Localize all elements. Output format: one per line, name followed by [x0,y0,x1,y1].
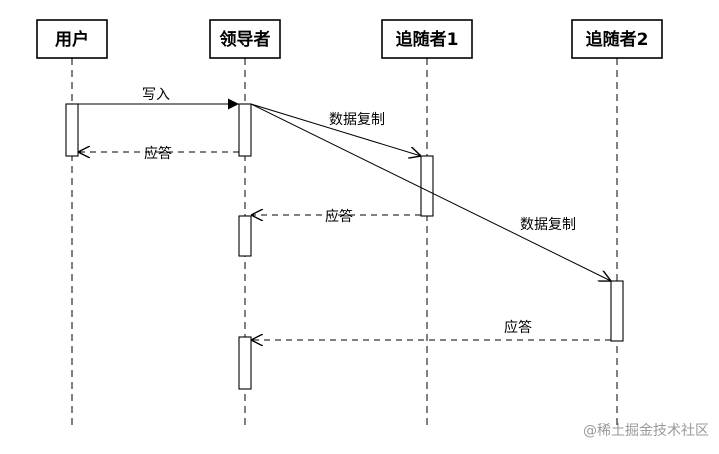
message-reply-user-label: 应答 [144,145,172,162]
activation-follower1 [420,155,434,217]
participant-follower2-label: 追随者2 [586,29,649,50]
participant-user-label: 用户 [55,29,89,50]
activation-leader-1 [238,103,252,157]
message-replicate-1-label: 数据复制 [329,111,385,128]
participant-leader: 领导者 [209,19,281,59]
participant-follower1: 追随者1 [381,19,473,59]
activation-leader-3 [238,336,252,390]
message-replicate-1-arrow [250,103,421,156]
watermark-text: @稀土掘金技术社区 [583,423,709,439]
activation-leader-2 [238,215,252,257]
participant-follower1-label: 追随者1 [396,29,459,50]
activation-follower2 [610,280,624,342]
message-write-label: 写入 [142,87,170,103]
activation-user [65,103,79,157]
participant-follower2: 追随者2 [571,19,663,59]
message-reply-f2-label: 应答 [504,319,532,336]
participant-user: 用户 [36,19,108,59]
message-replicate-2-arrow [250,103,611,281]
message-replicate-2-label: 数据复制 [520,216,576,233]
participant-leader-label: 领导者 [220,29,271,50]
message-reply-f1-label: 应答 [325,208,353,225]
